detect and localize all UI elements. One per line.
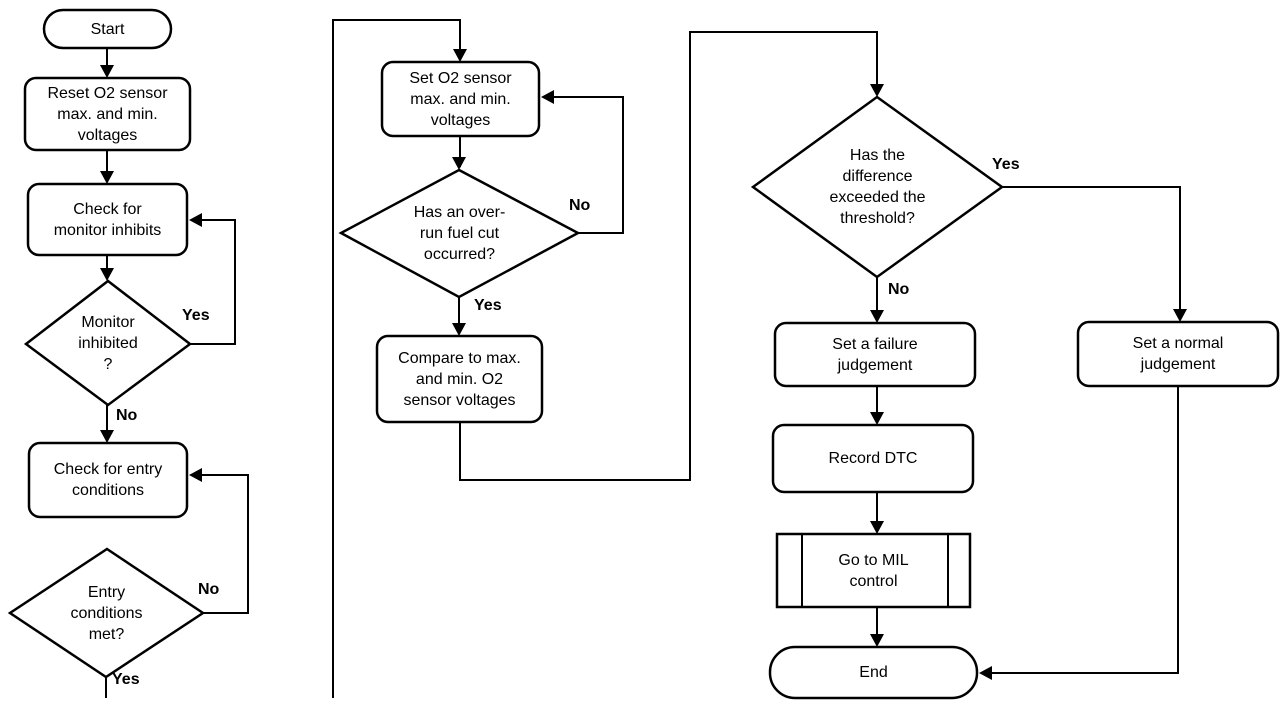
connectors: [105, 19, 1181, 698]
arrowhead-reset-checkmonitor: [100, 171, 114, 184]
monitor-inhibited-decision-shape: [23, 279, 193, 407]
node-shapes: [7, 8, 1280, 700]
arrowhead-overrun-no-loop: [541, 90, 554, 104]
edge-compare-threshold: [459, 31, 878, 481]
compare-process-shape: [375, 334, 544, 424]
threshold-decision-shape: [750, 95, 1005, 279]
edge-monitor-yes-loop: [190, 219, 236, 345]
arrowhead-monitor-yes-loop: [189, 213, 202, 227]
reset-o2-process-shape: [23, 76, 192, 152]
check-entry-process-shape: [27, 441, 189, 519]
arrowhead-entry-no-loop: [189, 468, 202, 482]
arrowhead-mil-end: [870, 634, 884, 647]
edge-threshold-yes: [1002, 186, 1181, 319]
arrowhead-compare-threshold: [870, 84, 884, 97]
edge-entry-no-loop: [191, 474, 249, 614]
check-monitor-process-shape: [26, 182, 189, 257]
arrowhead-start-reset: [100, 65, 114, 78]
entry-yes-edge-label: Yes: [112, 671, 140, 688]
end-terminator-shape: [768, 645, 979, 700]
mil-predefined-process-shape: [775, 532, 972, 609]
arrowhead-normal-end: [979, 666, 992, 680]
overrun-decision-shape: [338, 168, 581, 299]
edge-wrap-to-seto2: [332, 19, 461, 698]
arrowhead-threshold-no: [870, 310, 884, 323]
monitor-no-edge-label: No: [116, 407, 138, 424]
edge-normal-end: [981, 386, 1179, 674]
threshold-no-edge-label: No: [888, 281, 910, 298]
arrowhead-wrap-to-seto2: [453, 49, 467, 62]
overrun-yes-edge-label: Yes: [474, 297, 502, 314]
arrowhead-seto2-overrun: [452, 157, 466, 170]
failure-process-shape: [773, 321, 977, 388]
monitor-yes-edge-label: Yes: [182, 307, 210, 324]
arrowhead-checkmonitor-monitordecision: [100, 268, 114, 281]
arrowheads: [100, 49, 1187, 680]
edge-overrun-no-loop: [543, 96, 624, 234]
entry-no-edge-label: No: [198, 581, 220, 598]
normal-process-shape: [1076, 320, 1280, 388]
set-o2-process-shape: [380, 60, 541, 138]
arrowhead-failure-recorddtc: [870, 412, 884, 425]
record-dtc-process-shape: [771, 423, 975, 494]
arrowhead-overrun-yes: [452, 323, 466, 336]
entry-met-decision-shape: [7, 547, 206, 679]
start-terminator-shape: [42, 8, 173, 50]
threshold-yes-edge-label: Yes: [992, 156, 1020, 173]
overrun-no-edge-label: No: [569, 197, 591, 214]
arrowhead-monitor-no: [100, 430, 114, 443]
arrowhead-recorddtc-mil: [870, 521, 884, 534]
arrowhead-threshold-yes: [1173, 309, 1187, 322]
